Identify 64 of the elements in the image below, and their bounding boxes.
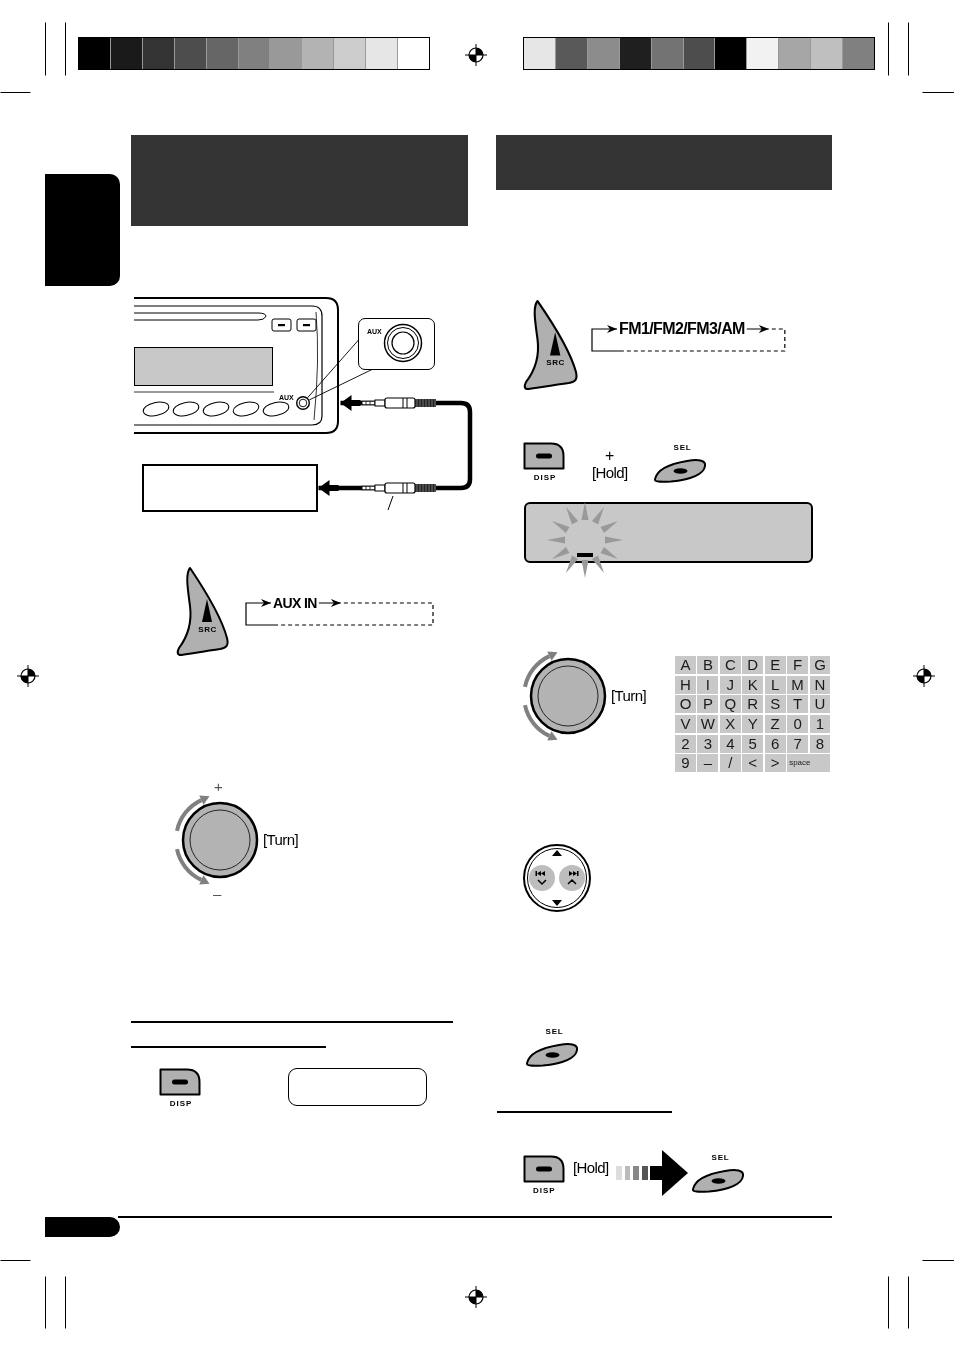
character-cell: U (809, 695, 831, 714)
device-box (142, 464, 318, 512)
character-cell: B (697, 656, 719, 675)
character-cell: 1 (809, 715, 831, 734)
character-cell: J (719, 675, 741, 694)
display-button: DISP [Hold] (523, 1155, 615, 1197)
character-cell: N (809, 675, 831, 694)
minus-sign: – (213, 886, 221, 902)
character-cell: G (809, 656, 831, 675)
leader-line (307, 339, 373, 401)
turn-instruction: [Turn] (263, 832, 299, 848)
character-cell: I (697, 675, 719, 694)
character-cell: Y (742, 715, 764, 734)
character-cell: V (675, 715, 696, 734)
hold-instruction: [Hold] (592, 465, 628, 481)
character-cell: O (675, 695, 696, 714)
source-button: SRC (176, 566, 229, 656)
character-cell: F (787, 656, 809, 675)
character-cell: S (764, 695, 786, 714)
character-cell: X (719, 715, 741, 734)
character-cell: 6 (764, 734, 786, 753)
side-tab (45, 174, 120, 286)
character-cell: R (742, 695, 764, 714)
character-cell: T (787, 695, 809, 714)
character-cell: H (675, 675, 696, 694)
plus-sign: + (214, 779, 223, 795)
character-cell: 5 (742, 734, 764, 753)
source-button: SRC (523, 299, 578, 390)
loop-arrow (245, 599, 434, 626)
character-cell: P (697, 695, 719, 714)
character-cell: M (787, 675, 809, 694)
character-cell: 4 (719, 734, 741, 753)
character-cell: – (697, 754, 719, 773)
character-cell: 0 (787, 715, 809, 734)
character-cell: < (742, 754, 764, 773)
turn-instruction: [Turn] (611, 688, 647, 704)
character-cell: E (764, 656, 786, 675)
mode-label: AUX IN (273, 595, 317, 611)
character-cell: A (675, 656, 696, 675)
character-cell: 3 (697, 734, 719, 753)
display-window (134, 347, 273, 386)
hold-instruction: [Hold] (573, 1159, 609, 1176)
character-cell: space (787, 754, 831, 773)
character-cell: C (719, 656, 741, 675)
character-cell: 7 (787, 734, 809, 753)
plus-sign: + (605, 447, 614, 464)
character-cell: K (742, 675, 764, 694)
character-cell: 9 (675, 754, 696, 773)
loop-arrow (591, 325, 786, 352)
character-cell: D (742, 656, 764, 675)
character-cell: Z (764, 715, 786, 734)
jack-closeup (358, 318, 435, 370)
heading-band (496, 135, 832, 190)
band-label: FM1/FM2/FM3/AM (619, 320, 745, 338)
character-cell: / (719, 754, 741, 773)
heading-band (131, 135, 468, 226)
character-cell: L (764, 675, 786, 694)
block-arrow (616, 1150, 688, 1196)
character-cell: > (764, 754, 786, 773)
character-cell: 2 (675, 734, 696, 753)
character-cell: Q (719, 695, 741, 714)
jack-socket-icon (296, 396, 310, 410)
character-cell: W (697, 715, 719, 734)
character-cell: 8 (809, 734, 831, 753)
